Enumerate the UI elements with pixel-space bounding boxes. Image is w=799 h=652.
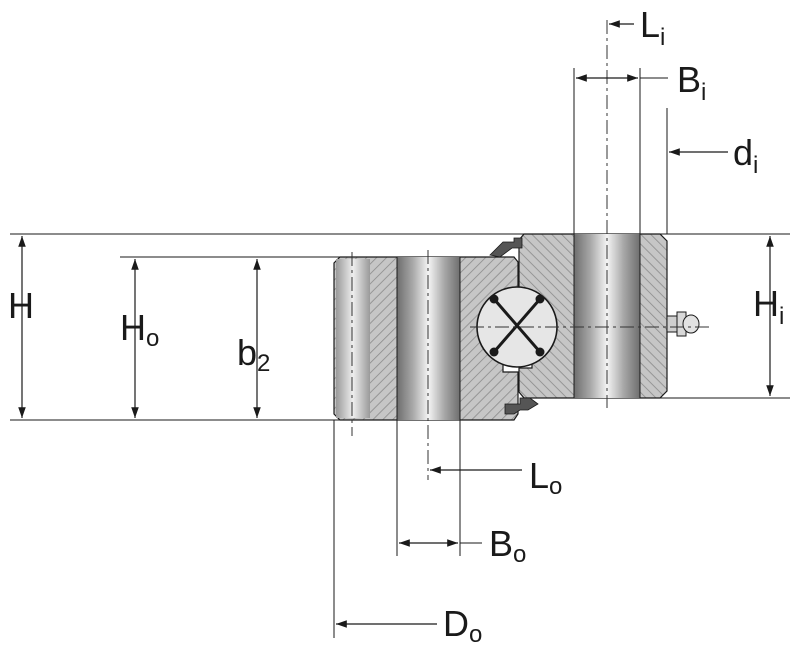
- grease-nipple: [666, 311, 700, 337]
- extension-lines: [10, 68, 790, 638]
- label-Do: Do: [443, 603, 482, 648]
- label-Lo: Lo: [529, 455, 562, 500]
- centerlines: [351, 20, 710, 480]
- inner-ring: [518, 233, 668, 399]
- dimension-lines: [18, 20, 774, 628]
- outer-ring-face: [336, 259, 370, 418]
- seals: [489, 237, 539, 415]
- label-Bi: Bi: [677, 59, 706, 106]
- label-Li: Li: [640, 4, 665, 51]
- label-H: H: [8, 285, 34, 326]
- label-Bo: Bo: [489, 523, 526, 568]
- outer-ring: [333, 256, 519, 421]
- label-Ho: Ho: [120, 307, 159, 352]
- dimension-labels: H Ho b2 Hi Li Bi di Lo Bo Do: [8, 4, 784, 648]
- label-di: di: [733, 132, 758, 179]
- label-Hi: Hi: [753, 283, 784, 330]
- label-b2: b2: [237, 332, 270, 377]
